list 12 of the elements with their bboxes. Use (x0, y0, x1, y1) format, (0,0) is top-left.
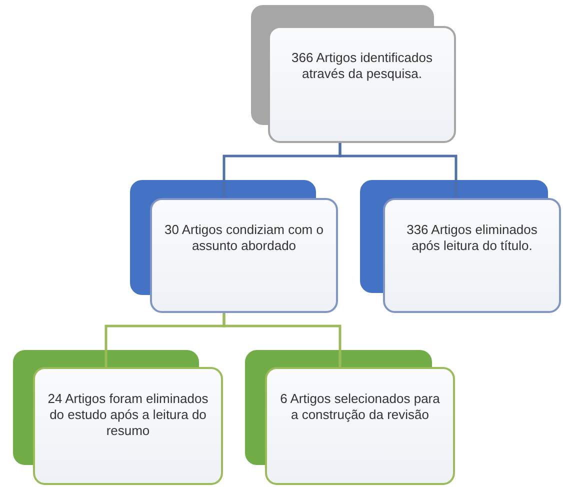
process-box (383, 198, 561, 313)
box-text: 336 Artigos eliminados após leitura do título. (406, 222, 538, 254)
connector-line (222, 313, 342, 367)
process-box (268, 26, 456, 143)
box-text: 6 Artigos selecionados para a construção da revisão (279, 391, 441, 423)
process-box (265, 367, 455, 485)
box-text: 24 Artigos foram eliminados do estudo após a leitura do resumo (47, 391, 209, 439)
box-text: 30 Artigos condiziam com o assunto abordado (164, 222, 324, 254)
process-box (33, 367, 223, 485)
box-text: 366 Artigos identificados através da pesquisa. (290, 50, 434, 82)
connector-line (338, 143, 458, 198)
process-box (150, 198, 338, 313)
